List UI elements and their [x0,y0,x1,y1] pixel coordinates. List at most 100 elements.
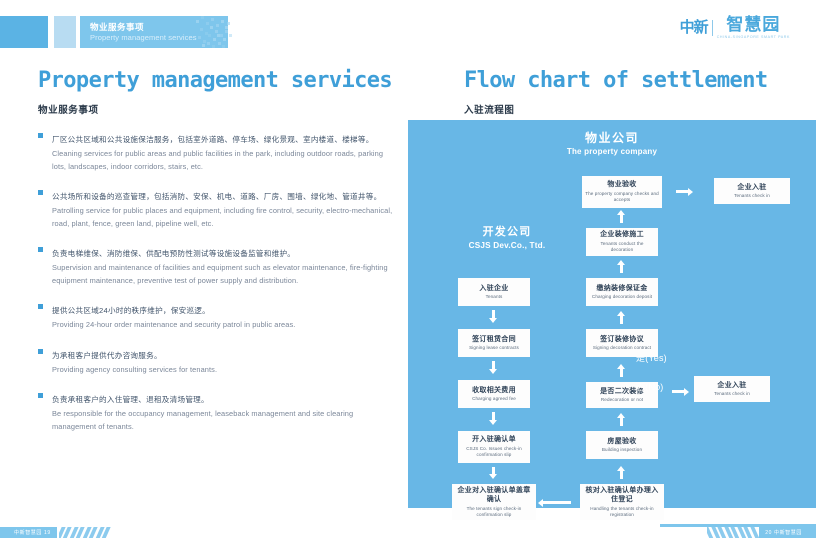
flow-node-issue-slip-cn: 开入驻确认单 [472,436,516,444]
page-title-en: Property management services [38,68,393,93]
service-item-cn: 厂区公共区域和公共设施保洁服务，包括室外道路、停车场、绿化景观、室内楼道、楼梯等… [52,135,374,144]
flow-node-lease[interactable]: 签订租赁合同 Signing lease contracts [458,329,530,357]
header-dots-decoration [196,16,232,48]
footer-left-text: 中新智慧园 19 [14,530,51,536]
service-item: 负责承租客户的入住管理、退租及清场管理。 Be responsible for t… [38,389,398,433]
bullet-square-icon [38,133,43,138]
flow-title-en: Flow chart of settlement [464,68,768,93]
flow-node-tenants[interactable]: 入驻企业 Tenants [458,278,530,306]
flow-node-deco-deposit[interactable]: 缴纳装修保证金 Charging decoration deposit [586,278,658,306]
service-item-en: Be responsible for the occupancy managem… [52,409,354,431]
header-tab-en: Property management services [90,32,197,42]
flow-node-deco-contract[interactable]: 签订装修协议 Signing decoration contract [586,329,658,357]
flow-node-property-check[interactable]: 物业验收 The property company checks and acc… [582,176,662,208]
flow-node-checkin-mid-en: Tenants check in [714,391,750,397]
service-item-text: 为承租客户提供代办咨询服务。Providing agency consultin… [52,345,398,377]
flow-node-checkin-mid[interactable]: 企业入驻 Tenants check in [694,376,770,402]
flow-node-deco-deposit-cn: 缴纳装修保证金 [596,284,648,292]
flow-node-deco-work[interactable]: 企业装修施工 Tenants conduct the decoration [586,228,658,256]
footer-left: 中新智慧园 19 [0,527,111,538]
service-bullet-list: 厂区公共区域和公共设施保洁服务，包括室外道路、停车场、绿化景观、室内楼道、楼梯等… [38,129,398,433]
flow-node-tenants-en: Tenants [485,294,503,300]
service-item: 提供公共区域24小时的秩序维护，保安巡逻。 Providing 24-hour o… [38,300,398,332]
footer-right: 20 中新智慧园 [705,527,816,538]
flow-node-sign-slip[interactable]: 企业对入驻确认单盖章确认 The tenants sign check-in c… [452,484,536,520]
arrow-up-5 [617,260,626,273]
arrow-down-2 [489,361,498,374]
arrow-down-1 [489,310,498,323]
flow-node-redecoration[interactable]: 是否二次装修 Redecoration or not [586,382,658,408]
flow-node-redecoration-cn: 是否二次装修 [600,387,644,395]
flow-node-handle-reg-en: Handling the tenants check-in registrati… [590,505,654,517]
flow-node-redecoration-en: Redecoration or not [600,397,644,403]
label-no: 否(No) [636,382,664,392]
flow-node-checkin-top[interactable]: 企业入驻 Tenants check in [714,178,790,204]
service-item-cn: 提供公共区域24小时的秩序维护，保安巡逻。 [52,306,210,315]
service-item-text: 负责承租客户的入住管理、退租及清场管理。 Be responsible for t… [52,389,398,433]
arrow-left-bottom [538,498,571,507]
header-block-1 [0,16,48,48]
service-item-cn: 负责电梯维保、消防维保、供配电预防性测试等设施设备监管和维护。 [52,249,296,258]
service-item-en: Supervision and maintenance of facilitie… [52,263,388,285]
flow-node-deco-contract-en: Signing decoration contract [592,345,652,351]
service-item-text: 负责电梯维保、消防维保、供配电预防性测试等设施设备监管和维护。 Supervisi… [52,243,398,287]
bullet-square-icon [38,304,43,309]
service-item: 为承租客户提供代办咨询服务。Providing agency consultin… [38,345,398,377]
header-gap-2 [76,16,80,48]
arrow-up-3 [617,364,626,377]
flow-node-tenants-cn: 入驻企业 [479,284,509,292]
flow-node-deco-work-en: Tenants conduct the decoration [600,240,644,253]
page-title-cn: 物业服务事项 [38,105,99,116]
flow-node-checkin-top-en: Tenants check in [734,193,770,199]
service-item-text: 公共场所和设备的巡查管理，包括消防、安保、机电、道路、厂房、围墙、绿化地、管道井… [52,186,398,230]
bullet-square-icon [38,348,43,354]
logo-divider [711,19,713,36]
dev-company-cn: 开发公司 [482,226,532,238]
service-item-en: Providing agency consulting services for… [52,364,218,374]
header-banner: 物业服务事项 Property management services [0,16,228,48]
service-item-en: Cleaning services for public areas and p… [52,149,384,171]
flow-node-fee-cn: 收取相关费用 [472,386,516,394]
flow-title-cn: 入驻流程图 [464,105,515,116]
property-company-cn: 物业公司 [584,131,639,145]
arrow-right-top [676,187,693,196]
service-item: 公共场所和设备的巡查管理，包括消防、安保、机电、道路、厂房、围墙、绿化地、管道井… [38,186,398,230]
logo-text-group: 智慧园 CHINA-SINGAPORE SMART PARK [717,16,790,39]
service-item-text: 提供公共区域24小时的秩序维护，保安巡逻。 Providing 24-hour o… [52,300,398,332]
arrow-right-no [672,387,689,396]
footer-right-rule [660,524,816,527]
header-tab-cn: 物业服务事项 [90,21,145,32]
flow-node-checkin-top-cn: 企业入驻 [737,183,767,191]
flow-node-issue-slip[interactable]: 开入驻确认单 CSJS Co. Issues check-in confirma… [458,431,530,463]
service-item-cn: 负责承租客户的入住管理、退租及清场管理。 [52,395,209,404]
flow-node-building-inspection[interactable]: 房屋验收 Building inspection [586,431,658,459]
service-item-en: Patrolling service for public places and… [52,206,393,228]
property-company-en: The property company [566,147,658,156]
footer-left-tag: 中新智慧园 19 [0,527,57,538]
flow-node-building-inspection-cn: 房屋验收 [607,437,637,445]
arrow-up-6 [617,210,626,223]
flow-node-lease-en: Signing lease contracts [469,345,519,351]
flow-node-deco-work-cn: 企业装修施工 [600,231,644,239]
service-item-cn: 公共场所和设备的巡查管理，包括消防、安保、机电、道路、厂房、围墙、绿化地、管道井… [52,192,382,201]
arrow-up-4 [617,311,626,324]
service-item-en: Providing 24-hour order maintenance and … [52,320,296,329]
bullet-square-icon [38,190,43,195]
flow-panel-heading: 物业公司 The property company [408,130,816,157]
flow-node-building-inspection-en: Building inspection [601,447,643,453]
dev-company-heading: 开发公司 CSJS Dev.Co., Ttd. [432,225,582,251]
footer-right-text: 20 中新智慧园 [765,530,802,536]
flow-node-handle-reg[interactable]: 核对入驻确认单办理入住登记 Handling the tenants check… [580,484,664,520]
flow-chart-panel: 物业公司 The property company 开发公司 CSJS Dev.… [408,120,816,520]
service-item: 负责电梯维保、消防维保、供配电预防性测试等设施设备监管和维护。 Supervisi… [38,243,398,287]
flow-node-fee[interactable]: 收取相关费用 Charging agreed fee [458,380,530,408]
header-title-block: 物业服务事项 Property management services [80,16,228,48]
flow-node-property-check-cn: 物业验收 [607,181,637,189]
flow-node-checkin-mid-cn: 企业入驻 [717,381,747,389]
left-column: Property management services 物业服务事项 厂区公共… [38,68,398,446]
arrow-up-2 [617,413,626,426]
flow-node-issue-slip-en: CSJS Co. Issues check-in confirmation sl… [466,445,522,458]
service-item-text: 厂区公共区域和公共设施保洁服务，包括室外道路、停车场、绿化景观、室内楼道、楼梯等… [52,129,398,173]
bullet-square-icon [38,393,43,398]
